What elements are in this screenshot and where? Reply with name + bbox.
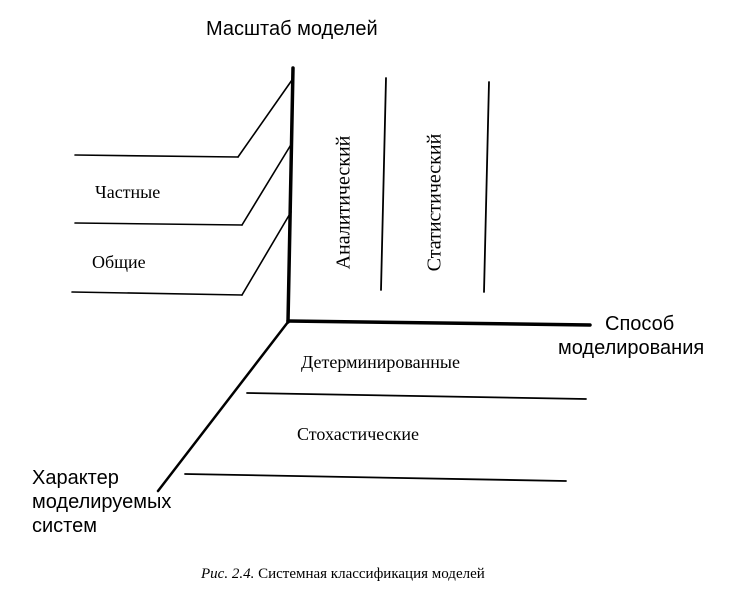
method-statistical-label: Статистический xyxy=(423,133,446,272)
scale-line-bottom-horizontal xyxy=(71,291,243,296)
method-analytical-label: Аналитический xyxy=(332,135,355,270)
figure-caption-text: Системная классификация моделей xyxy=(258,566,485,582)
scale-line-top-diagonal xyxy=(237,79,293,158)
diagonal-axis-title-line-3: систем xyxy=(32,515,97,537)
diagonal-axis-title: Характер моделируемых систем xyxy=(32,466,171,538)
scale-private-label: Частные xyxy=(95,182,161,202)
diagonal-axis-title-line-2: моделируемых xyxy=(32,491,172,513)
diagonal-axis-title-line-1: Характер xyxy=(32,467,119,489)
vertical-axis-title: Масштаб моделей xyxy=(206,18,378,40)
method-separator-2 xyxy=(483,81,490,293)
figure-caption-number: Рис. 2.4. xyxy=(201,566,255,582)
diagonal-axis xyxy=(156,320,290,493)
nature-stochastic-label: Стохастические xyxy=(297,424,420,444)
horizontal-axis-title: Способ моделирования xyxy=(558,312,704,360)
nature-separator-1 xyxy=(246,392,587,400)
scale-line-bottom-diagonal xyxy=(241,211,292,296)
scale-line-top-horizontal xyxy=(74,154,239,158)
horizontal-axis-title-line-2: моделирования xyxy=(558,337,705,359)
method-separator-1 xyxy=(380,77,387,291)
scale-line-mid-horizontal xyxy=(74,222,243,226)
figure-caption: Рис. 2.4. Системная классификация моделе… xyxy=(201,566,485,583)
vertical-axis xyxy=(286,66,295,324)
nature-separator-2 xyxy=(184,473,567,482)
horizontal-axis xyxy=(286,319,592,327)
nature-deterministic-label: Детерминированные xyxy=(301,352,460,372)
scale-line-mid-diagonal xyxy=(241,142,293,226)
horizontal-axis-title-line-1: Способ xyxy=(605,313,675,335)
scale-general-label: Общие xyxy=(92,252,146,272)
